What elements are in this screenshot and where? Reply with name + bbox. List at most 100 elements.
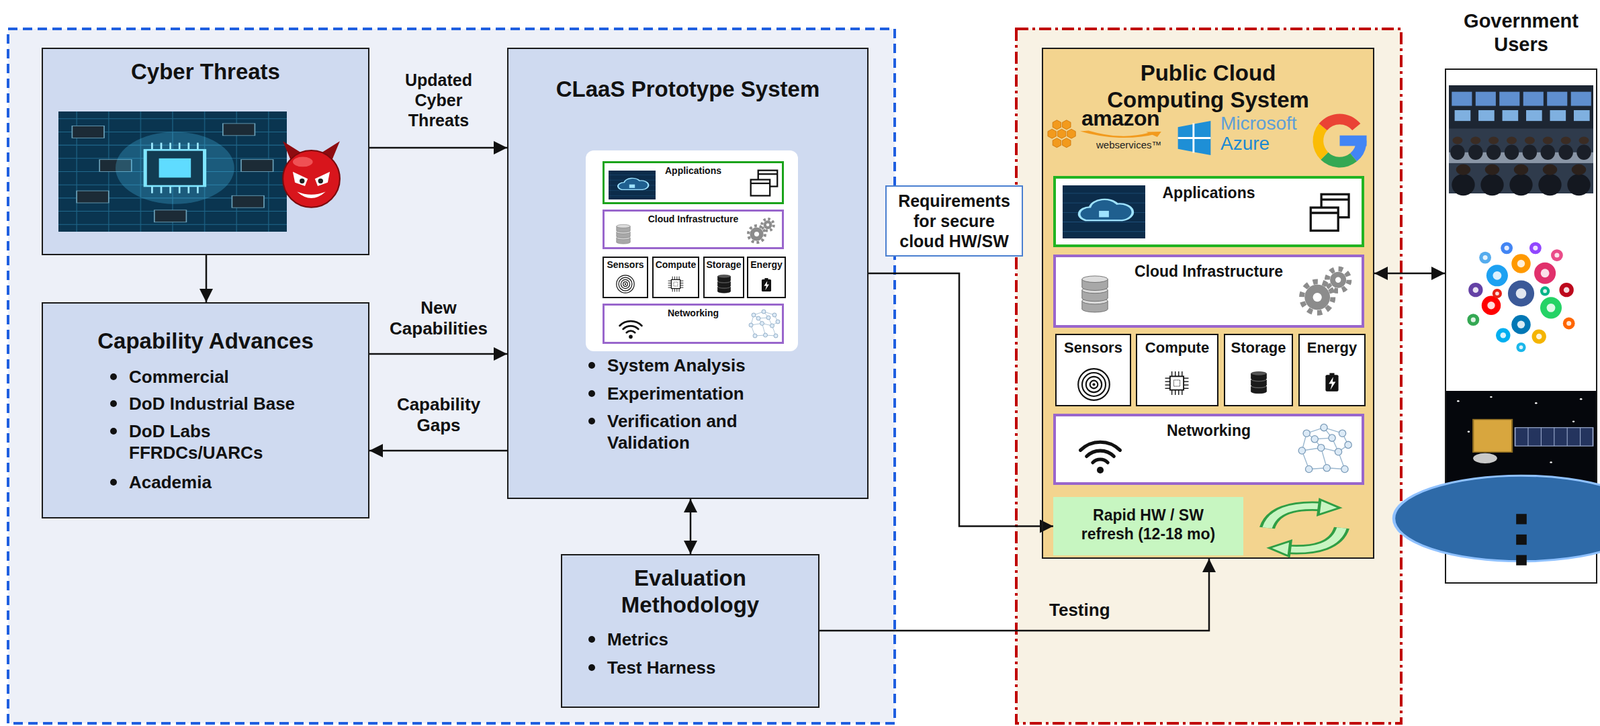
dots-icon-part — [1516, 513, 1527, 524]
chip-icon-part — [1171, 371, 1173, 377]
board-icon-part — [154, 210, 187, 223]
photo-icon-part — [1451, 92, 1472, 107]
net-icon-part — [1311, 435, 1318, 443]
box-title: Energy — [1299, 339, 1365, 357]
bullet-dot — [110, 373, 117, 381]
satellite-icon-part — [1553, 427, 1555, 447]
appsimg-icon-part — [617, 178, 649, 190]
db-icon — [1074, 270, 1116, 319]
gears-icon-part — [754, 231, 760, 237]
windows-icon — [746, 167, 781, 199]
process-box: Capability AdvancesCommercialDoD Industr… — [41, 302, 370, 519]
aws-icon-part — [1062, 120, 1071, 130]
bullet-dot — [588, 417, 596, 425]
process-box: Cyber Threats — [41, 47, 370, 256]
dots-icon — [1512, 511, 1531, 569]
photo-icon-part — [1450, 145, 1465, 161]
recycle-icon-part — [1267, 506, 1325, 528]
sensor-icon-part — [1082, 372, 1106, 397]
photo-icon-part — [1470, 136, 1481, 144]
battery-icon — [1321, 364, 1343, 400]
appsimg-icon-part — [1062, 231, 1146, 232]
bullet-item: Verification and Validation — [607, 410, 809, 455]
social-icon-part — [1471, 317, 1476, 323]
chip-icon-part — [1183, 388, 1189, 389]
logo-subtext: webservices™ — [1096, 139, 1163, 150]
appsimg-icon-part — [1062, 185, 1146, 239]
photo-icon-part — [1485, 164, 1500, 176]
net-icon-part — [770, 323, 775, 328]
social-icon-part — [1534, 262, 1556, 285]
google-icon-part — [1340, 135, 1367, 147]
chip-icon-part — [1174, 371, 1176, 377]
connector-arrow — [205, 255, 208, 303]
photo-icon-part — [1561, 136, 1572, 144]
wifi-icon — [616, 313, 645, 341]
photo-icon-part — [1468, 145, 1484, 161]
bullet-dot — [588, 636, 596, 643]
component-box: Energy — [1298, 333, 1366, 407]
box-title: Cloud Infrastructure — [604, 213, 782, 226]
satellite-icon-part — [1527, 427, 1529, 447]
chip-icon-part — [676, 288, 678, 293]
aws-icon-part — [1047, 128, 1056, 139]
box-title: Cyber Threats — [42, 58, 369, 86]
google-icon-part-part — [1319, 113, 1361, 130]
net-icon — [1289, 421, 1359, 480]
sensor-icon-part — [623, 282, 629, 287]
photo-icon-part — [1571, 164, 1587, 176]
box-title: Cloud Infrastructure — [1055, 262, 1362, 282]
wifi-icon-part — [619, 321, 643, 326]
social-icon-part — [1468, 282, 1483, 297]
chip-icon-part — [673, 282, 678, 287]
appsimg-icon-part — [608, 195, 656, 197]
box-title: Public Cloud Computing System — [1084, 59, 1333, 113]
db-icon-part — [1081, 290, 1083, 299]
wifi-icon-part — [623, 325, 639, 330]
cloud-box-fill — [1041, 47, 1375, 559]
chip-icon-part — [671, 279, 680, 289]
dbk-icon — [1246, 366, 1271, 399]
net-icon-part — [752, 333, 758, 338]
social-icon-part — [1492, 271, 1502, 281]
bullet-dot — [110, 478, 117, 486]
bullet-item: Academia — [128, 471, 351, 494]
satellite-icon-part — [1579, 398, 1583, 400]
board-icon-part — [159, 158, 192, 179]
db-icon — [612, 222, 635, 247]
social-icon-part — [1495, 291, 1500, 296]
sensor-icon — [1076, 366, 1112, 403]
social-icon-part — [1492, 288, 1502, 299]
box-title: Storage — [1225, 339, 1292, 357]
social-icon — [1448, 233, 1594, 354]
sensor-icon-part — [1092, 382, 1095, 386]
smile-icon-part — [1084, 130, 1154, 138]
devil-icon-part — [292, 171, 308, 187]
user-group-box: Government Users — [1444, 68, 1598, 584]
wifi-icon-part — [1080, 441, 1120, 451]
photo-icon-part — [1454, 110, 1472, 121]
sensor-icon-part — [1078, 368, 1110, 401]
box-title: Government Users — [1446, 9, 1596, 57]
chip-icon-part — [1181, 371, 1183, 377]
gears-icon-part — [1327, 268, 1350, 291]
logo-text: Microsoft — [1220, 114, 1298, 133]
social-icon-part — [1504, 245, 1510, 251]
aws-icon-part — [1057, 128, 1066, 139]
sensor-icon-part — [620, 279, 630, 289]
wifi-icon-part — [1096, 466, 1104, 474]
bullet-item: DoD Labs FFRDCs/UARCs — [128, 420, 291, 465]
sensor-icon-part — [624, 283, 627, 285]
chip-icon — [1161, 366, 1193, 400]
azure-icon — [1174, 116, 1214, 160]
box-title: Capability Advances — [42, 327, 369, 355]
db-icon-part — [1081, 279, 1083, 288]
net-icon-part — [756, 316, 761, 321]
box-title: Rapid HW / SW refresh (12-18 mo) — [1072, 506, 1224, 544]
logo-text: amazon — [1081, 107, 1160, 129]
photo-icon-part — [1571, 92, 1592, 107]
social-icon-part — [1507, 280, 1535, 307]
board-icon-part — [76, 190, 109, 203]
social-icon-part — [1566, 321, 1572, 326]
appsimg-icon-part — [608, 174, 656, 176]
